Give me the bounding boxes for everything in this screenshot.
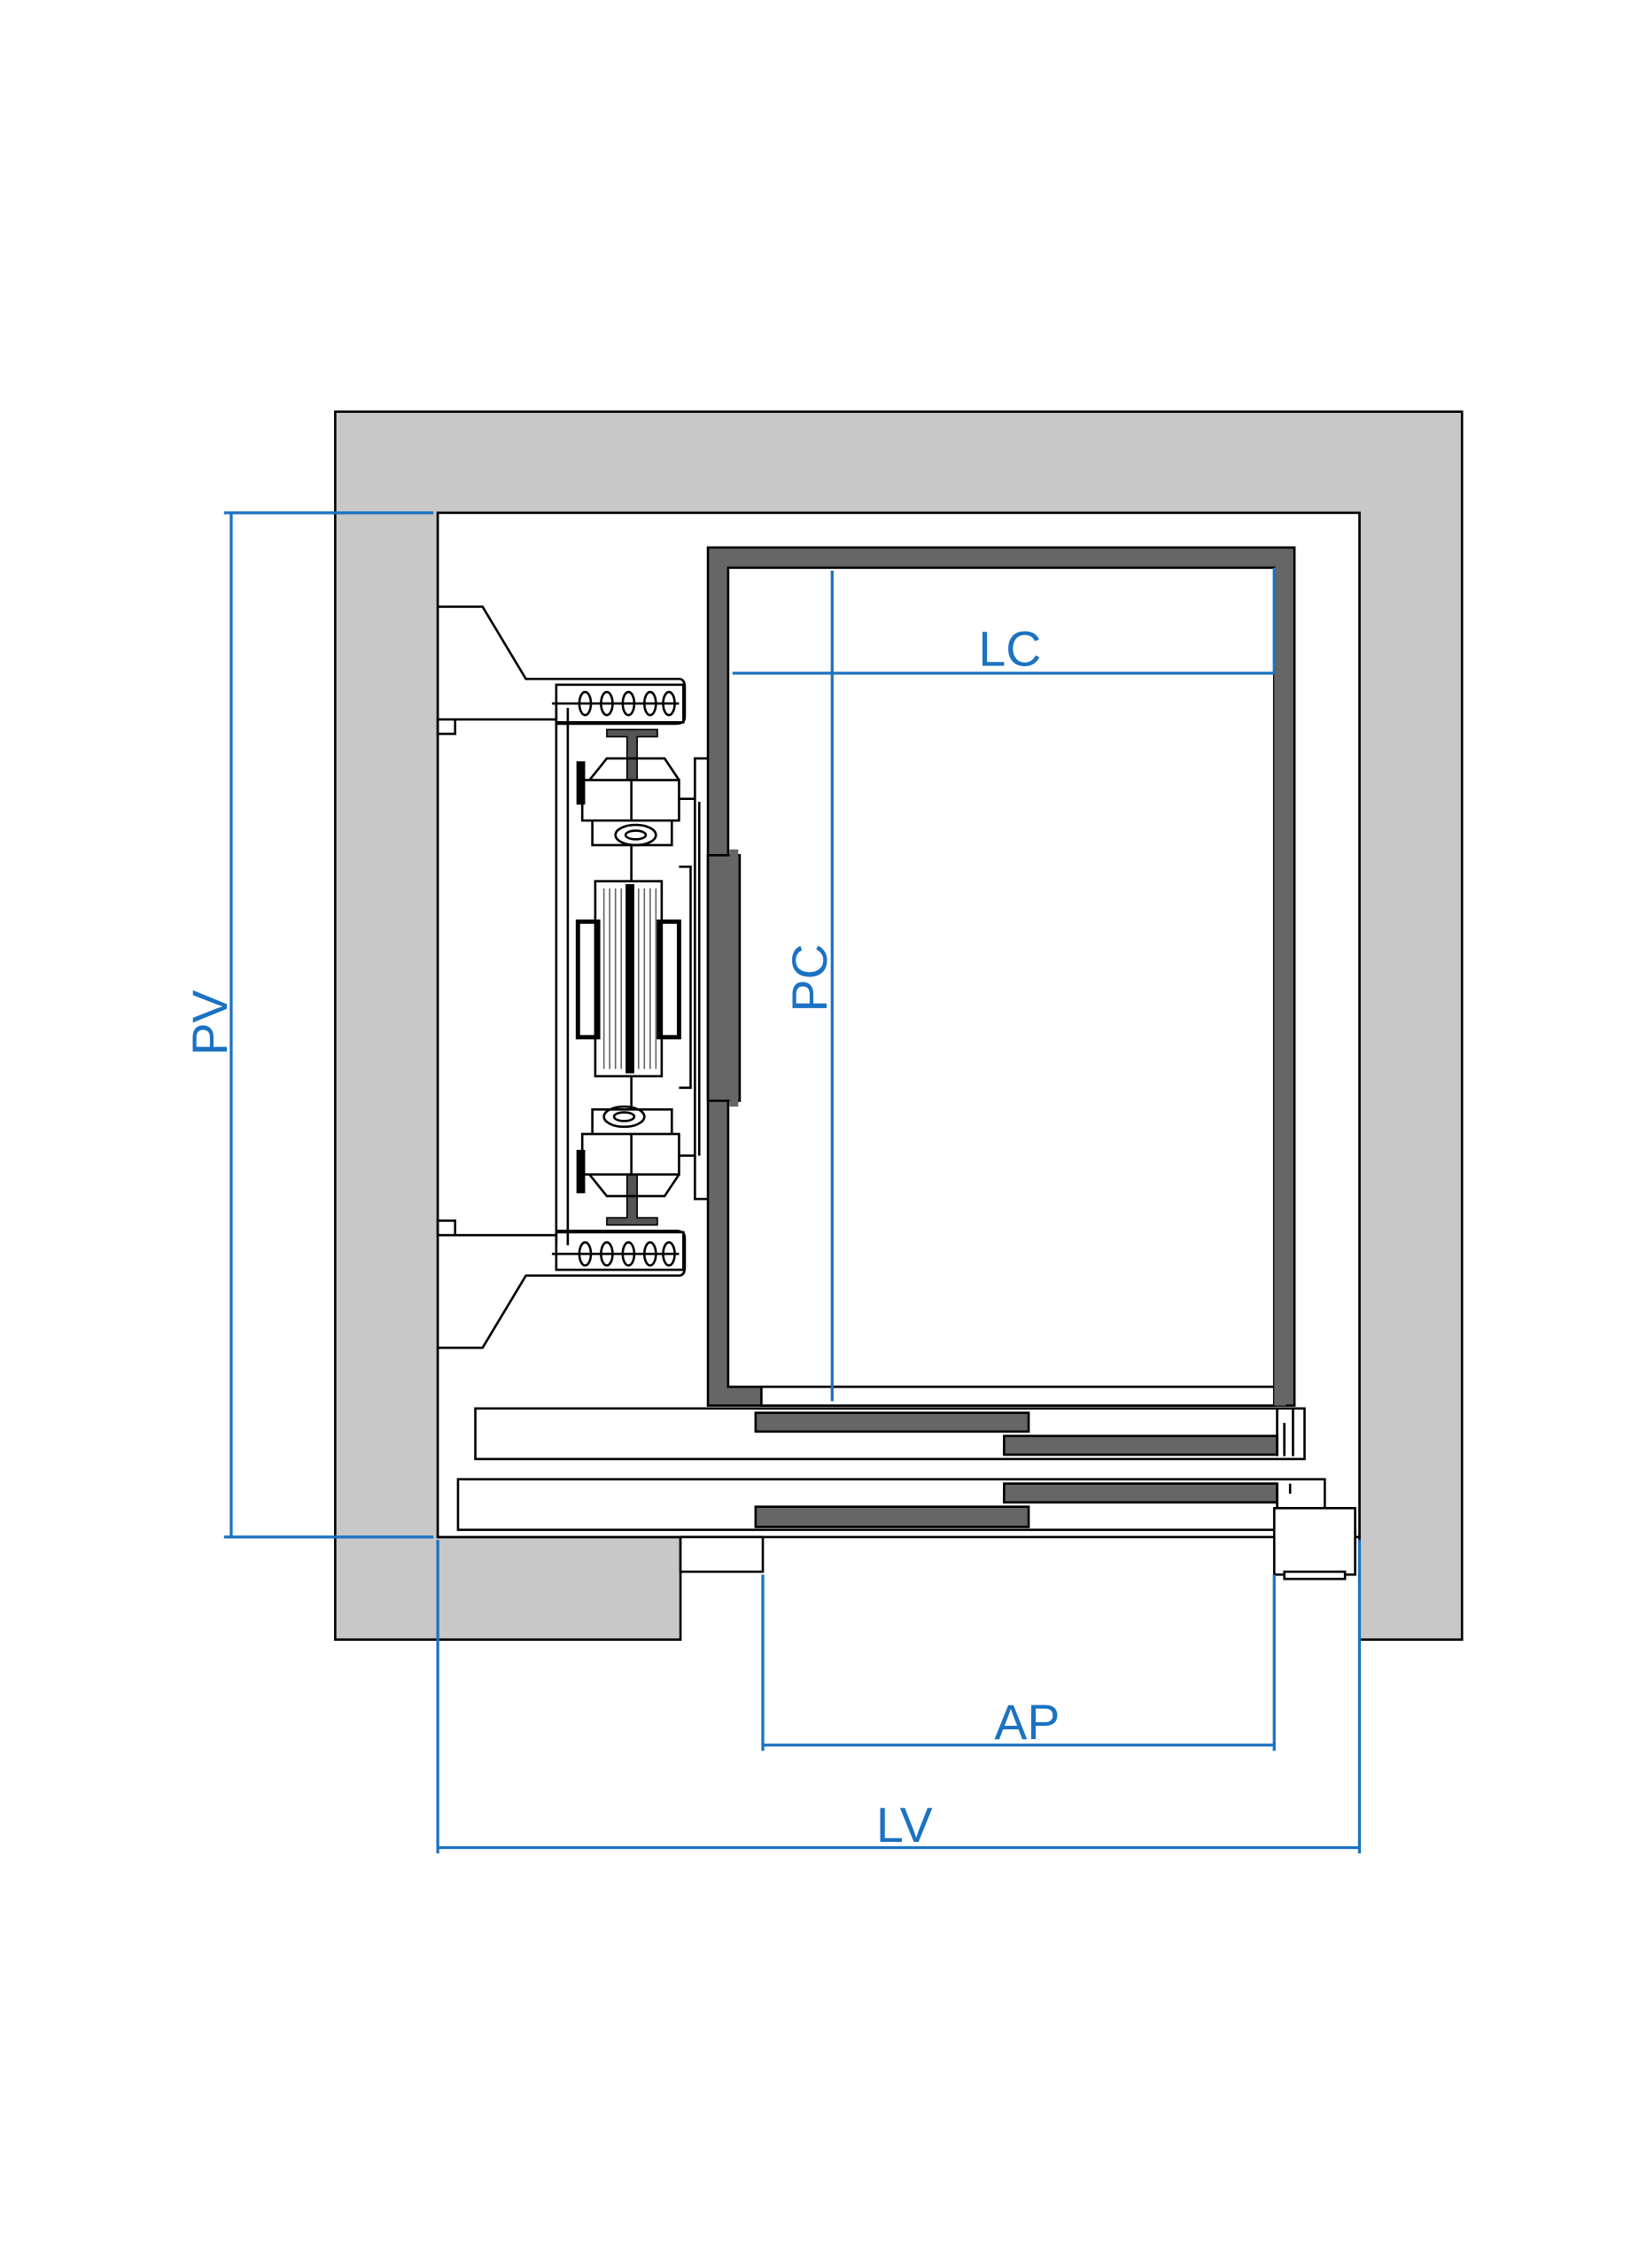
dimension-pc: PC (782, 571, 837, 1402)
lv-label: LV (876, 1798, 933, 1852)
lc-label: LC (978, 622, 1041, 677)
bolt-holes-bottom (551, 1240, 680, 1267)
dimension-pv: PV (183, 511, 434, 1539)
pv-label: PV (183, 990, 237, 1055)
dimension-ap: AP (761, 1574, 1276, 1751)
bolt-holes-top (551, 690, 680, 717)
machine-assembly (436, 605, 709, 1349)
elevator-car (706, 546, 1296, 1407)
ap-label: AP (994, 1695, 1060, 1750)
dimension-lv: LV (436, 1540, 1362, 1854)
landing-and-car-doors (456, 1407, 1356, 1581)
dimension-lc: LC (732, 567, 1276, 677)
pc-label: PC (782, 944, 837, 1012)
traction-sheave (575, 880, 681, 1078)
